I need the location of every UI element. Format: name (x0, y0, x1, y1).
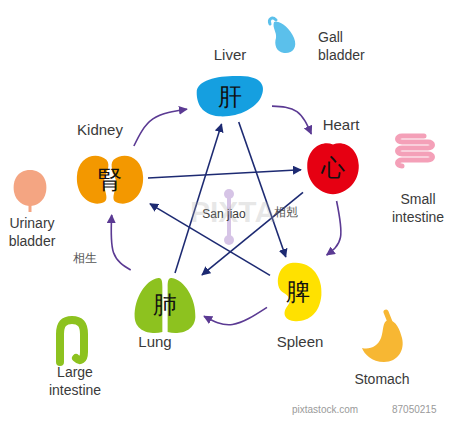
watermark: pixtastock.com (292, 403, 382, 416)
organ-node: Lung肺 (132, 275, 198, 335)
generating-arrow (111, 215, 131, 270)
organ-name: Liver (214, 46, 247, 63)
stomach-icon (362, 320, 403, 362)
organ-node: Liver肝 (193, 74, 267, 120)
organ-name: Spleen (277, 333, 324, 350)
large-intestine-icon (60, 320, 84, 362)
watermark: 87050215 (392, 403, 448, 416)
organ-character: 脾 (272, 276, 324, 308)
edge-label: 相生 (73, 250, 97, 267)
organ-label: Stomach (344, 370, 420, 388)
small-intestine-icon (398, 136, 433, 166)
gall-bladder-icon (274, 22, 296, 53)
controlling-arrow (239, 122, 286, 257)
organ-character: 肝 (193, 81, 267, 113)
organ-node: Spleen脾 (272, 261, 324, 323)
organ-label: Urinary bladder (0, 214, 64, 250)
generating-arrow (327, 201, 341, 255)
organ-character: 肺 (132, 289, 198, 321)
generating-arrow (204, 307, 267, 324)
organ-name: Kidney (77, 121, 123, 138)
organ-label: Gall bladder (318, 28, 380, 64)
organ-node: Kidney腎 (74, 151, 146, 209)
edge-label: 相剋 (274, 203, 298, 220)
organ-character: 腎 (74, 164, 146, 196)
organ-label: Large intestine (38, 363, 112, 399)
generating-arrow (272, 106, 311, 134)
san-jiao-symbol (224, 235, 234, 245)
organ-name: Lung (138, 333, 171, 350)
organ-character: 心 (305, 152, 361, 184)
urinary-bladder-icon (29, 204, 32, 212)
urinary-bladder-icon (14, 170, 47, 206)
controlling-arrow (148, 170, 301, 178)
generating-arrow (134, 109, 187, 146)
organ-name: Heart (323, 116, 360, 133)
organ-node: Heart心 (305, 140, 361, 196)
organ-label: Small intestine (382, 190, 450, 226)
